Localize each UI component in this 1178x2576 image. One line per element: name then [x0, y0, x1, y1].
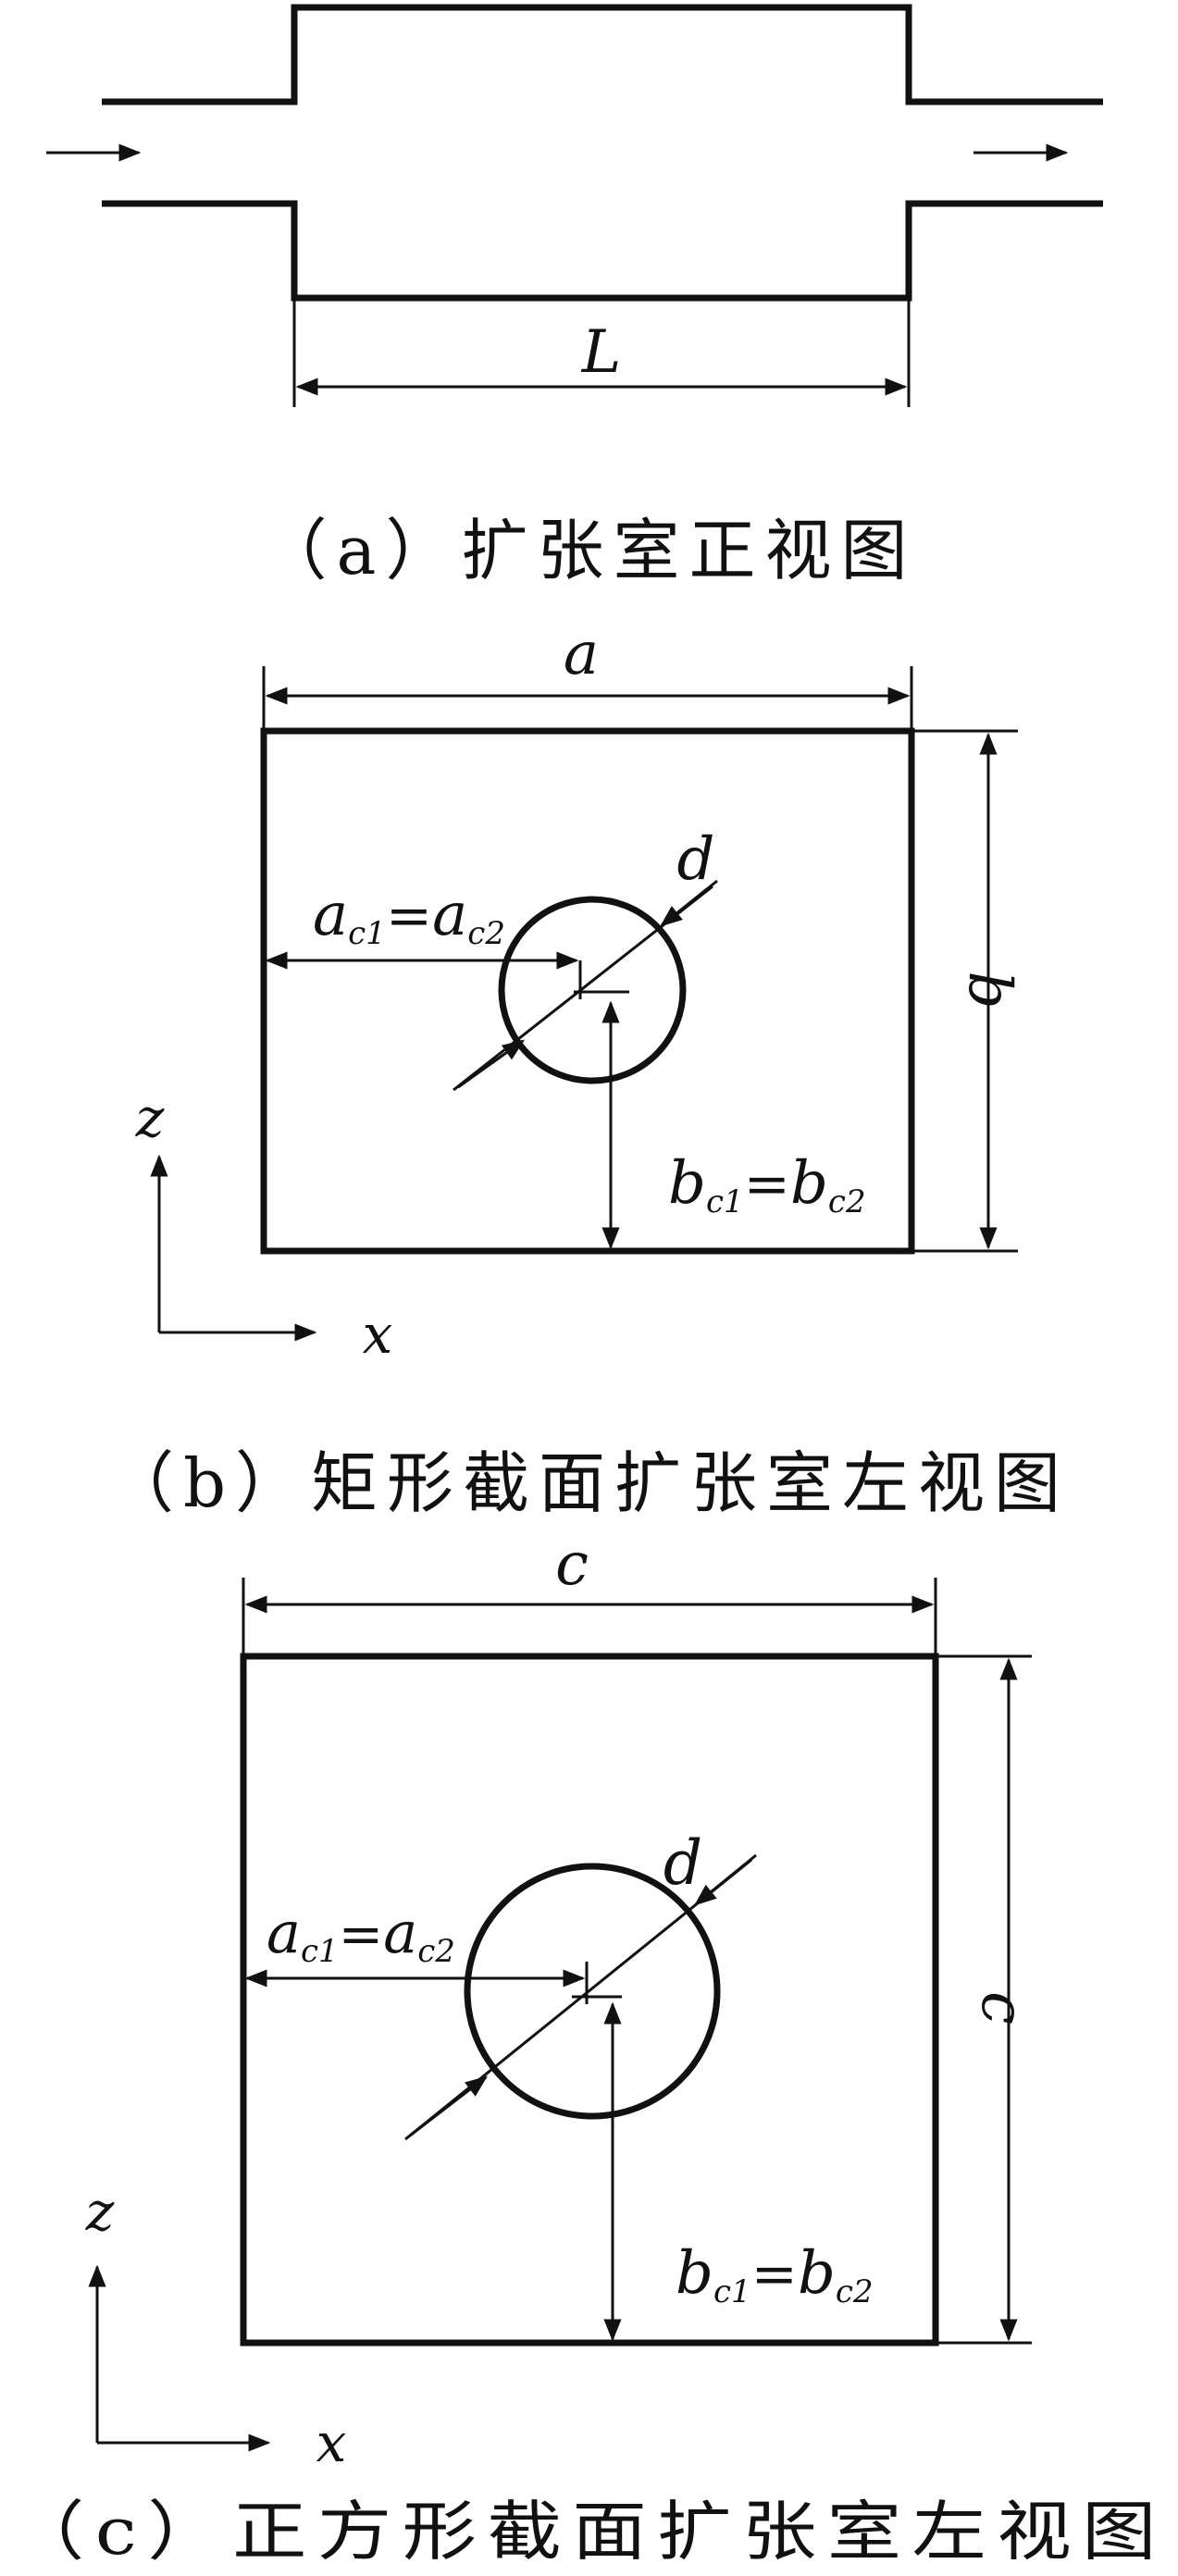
outlet-port-circle: [498, 896, 687, 1084]
square-section-outline: [240, 1653, 939, 2347]
diameter-label: d: [677, 825, 715, 894]
width-label: c: [555, 1530, 589, 1599]
diameter-arrow-upper: [660, 879, 718, 927]
panel-c-square-view: c c d ac1=ac2 bc1=bc2 z x （c）正方形截面扩张室左视图: [10, 1530, 1167, 2570]
z-axis-label: z: [85, 2180, 115, 2243]
outlet-port-circle: [464, 1863, 721, 2120]
panel-a-caption: （a）扩张室正视图: [261, 512, 917, 589]
chamber-bottom-outline: [102, 200, 1103, 302]
vertical-offset-label: bc1=bc2: [676, 2239, 874, 2310]
horizontal-offset-label: ac1=ac2: [267, 1899, 455, 1970]
diameter-arrow-lower: [409, 2075, 488, 2137]
panel-a-front-view: L （a）扩张室正视图: [46, 4, 1103, 589]
chamber-top-outline: [102, 4, 1103, 105]
horizontal-offset-label: ac1=ac2: [313, 881, 505, 952]
z-axis-label: z: [135, 1086, 165, 1149]
panel-c-caption: （c）正方形截面扩张室左视图: [10, 2494, 1167, 2570]
rectangular-section-outline: [260, 727, 915, 1255]
length-label: L: [581, 318, 622, 387]
x-axis-label: x: [316, 2411, 347, 2474]
height-label: c: [968, 1991, 1036, 2025]
diameter-arrow-upper: [694, 1853, 757, 1906]
diameter-leader-line: [404, 1858, 752, 2141]
height-label: b: [955, 972, 1023, 1009]
panel-b-caption: （b）矩形截面扩张室左视图: [107, 1444, 1070, 1522]
x-axis-label: x: [363, 1303, 393, 1366]
vertical-offset-label: bc1=bc2: [668, 1149, 866, 1220]
panel-b-rectangular-view: a b d ac1=ac2 bc1=bc2 z x （b）矩形截面扩张室左视图: [107, 620, 1070, 1522]
width-label: a: [564, 620, 599, 688]
diameter-arrow-lower: [457, 1039, 525, 1089]
diameter-label: d: [663, 1827, 702, 1899]
